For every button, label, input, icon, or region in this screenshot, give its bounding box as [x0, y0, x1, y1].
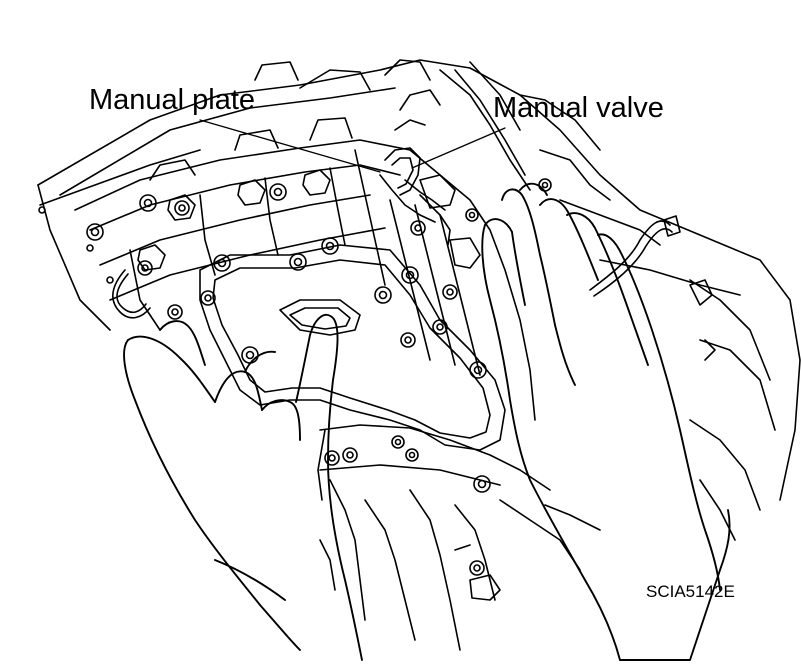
manual-valve-parts — [379, 89, 451, 246]
figure-code: SCIA5142E — [646, 582, 735, 601]
wire-harness — [589, 215, 716, 361]
valve-body — [74, 117, 536, 421]
manual-plate-label: Manual plate — [89, 84, 256, 116]
transmission-case — [37, 59, 801, 541]
manual-valve-label: Manual valve — [493, 92, 664, 124]
leader-lines — [199, 119, 506, 173]
left-hand — [123, 313, 363, 661]
bolts — [38, 178, 552, 576]
left-wire — [112, 269, 151, 319]
separator-plate — [199, 244, 506, 451]
lower-case — [317, 424, 601, 651]
right-hand — [481, 182, 731, 661]
